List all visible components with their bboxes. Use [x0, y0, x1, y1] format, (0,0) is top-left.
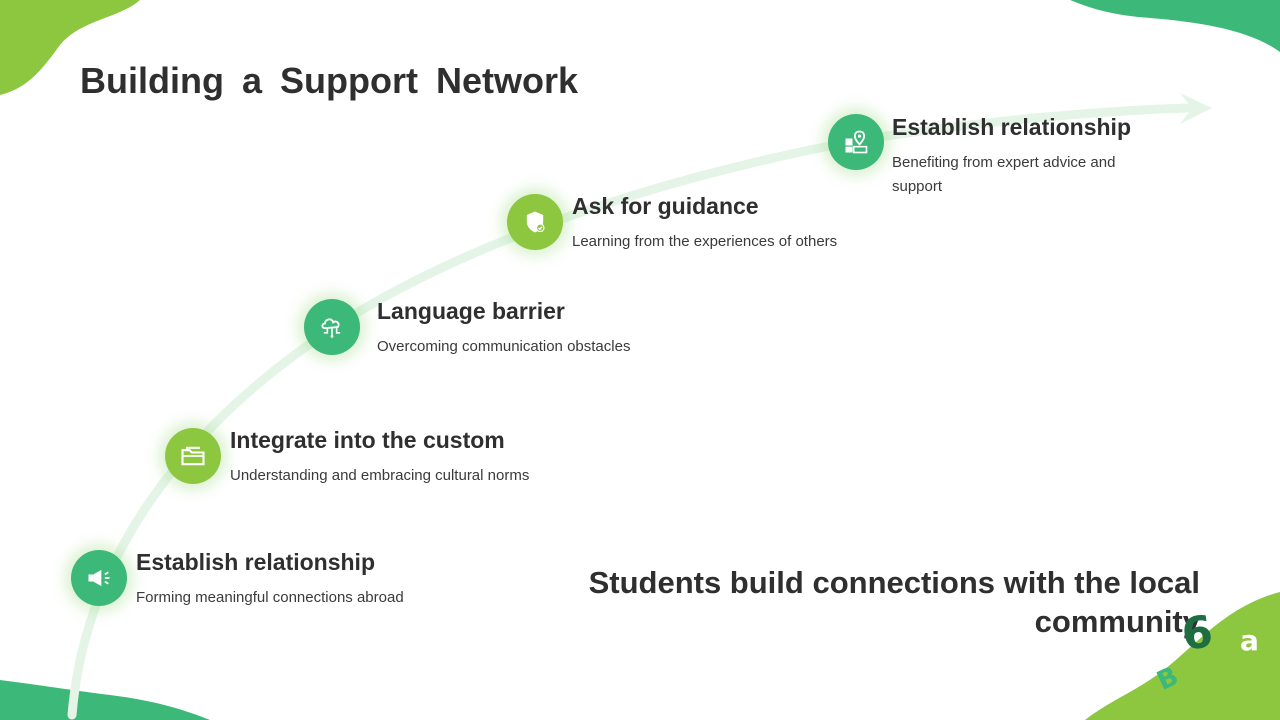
shield-check-icon — [526, 211, 545, 233]
top-right-blob — [1070, 0, 1280, 52]
step-icon-circle — [71, 550, 127, 606]
bottom-left-blob — [0, 680, 210, 720]
step-heading: Establish relationship — [892, 114, 1131, 140]
step-heading: Integrate into the custom — [230, 427, 505, 453]
step-description: Overcoming communication obstacles — [377, 338, 631, 355]
folder-icon — [181, 446, 205, 466]
cloud-network-icon — [321, 318, 341, 338]
step-icon-circle — [165, 428, 221, 484]
decor-letter-b: B — [1152, 661, 1184, 697]
decor-letter-a: a — [1240, 624, 1259, 657]
step-description: Benefiting from expert advice and suppor… — [892, 154, 1116, 195]
step-icon-circle — [304, 299, 360, 355]
step-description: Understanding and embracing cultural nor… — [230, 467, 530, 484]
arc-arrow-head — [1180, 93, 1212, 124]
step-icon-circle — [507, 194, 563, 250]
step-heading: Language barrier — [377, 298, 565, 324]
step-heading: Ask for guidance — [572, 193, 759, 219]
map-pin-icon — [845, 130, 868, 154]
step-heading: Establish relationship — [136, 549, 375, 575]
step-description: Learning from the experiences of others — [572, 233, 838, 250]
step-icon-circle — [828, 114, 884, 170]
summary-caption: Students build connections with the loca… — [588, 565, 1200, 639]
page-title: Building a Support Network — [80, 60, 578, 101]
decor-letter-six: 6 — [1178, 606, 1217, 661]
step-description: Forming meaningful connections abroad — [136, 589, 404, 606]
megaphone-icon — [88, 569, 110, 587]
